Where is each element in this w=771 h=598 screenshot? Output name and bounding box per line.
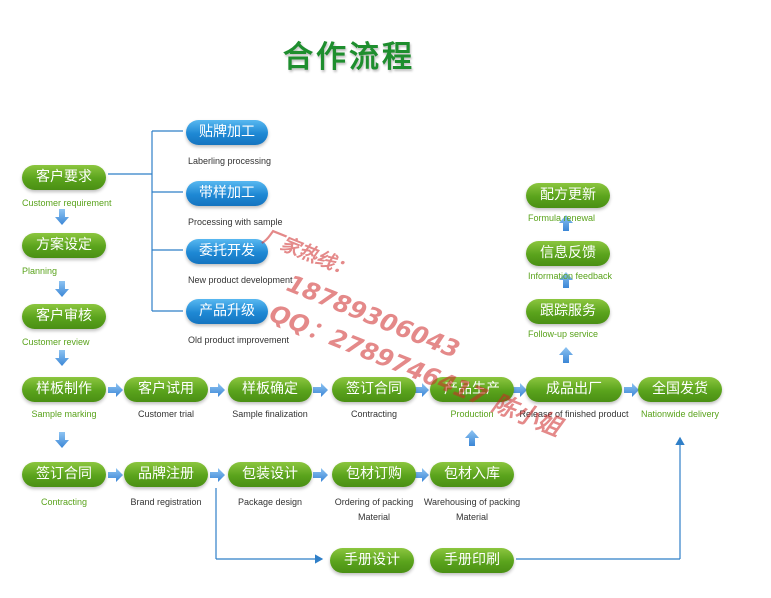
bottom-3-box: 包装设计 [228, 462, 312, 487]
main-2-caption: Customer trial [137, 409, 194, 419]
right-1-caption: Formula renewal [528, 213, 596, 223]
right-3-caption: Follow-up service [528, 329, 599, 339]
right-2-box: 信息反馈 [526, 241, 610, 266]
main-1-box: 样板制作 [22, 377, 106, 402]
left-2-box: 方案设定 [22, 233, 106, 258]
branch-4-box: 产品升级 [186, 299, 268, 324]
arrow-right [414, 468, 429, 482]
branch-1-box: 贴牌加工 [186, 120, 268, 145]
arrow-right [414, 383, 429, 397]
arrow-right [512, 383, 527, 397]
arrow-right [108, 468, 123, 482]
branch-bracket [108, 130, 183, 312]
arrow-down [55, 350, 69, 366]
branch-2-caption: Processing with sample [188, 217, 283, 227]
branch-3-caption: New product development [188, 275, 293, 285]
arrow-down [55, 209, 69, 225]
branch-4-caption: Old product improvement [188, 335, 290, 345]
main-7-box: 全国发货 [638, 377, 722, 402]
left-3-caption: Customer review [22, 337, 90, 347]
arrow-right [313, 468, 328, 482]
main-3-caption: Sample finalization [232, 409, 308, 419]
branch-3-box: 委托开发 [186, 239, 268, 264]
bottom-4-caption: Ordering of packing [334, 497, 414, 507]
bottom-2-caption: Brand registration [130, 497, 202, 507]
bottom-5-box: 包材入库 [430, 462, 514, 487]
bottom-1-box: 签订合同 [22, 462, 106, 487]
arrow-up [559, 272, 573, 288]
arrow-up [465, 430, 479, 446]
main-6-box: 成品出厂 [526, 377, 622, 402]
flow-arrows [55, 209, 639, 482]
main-7-caption: Nationwide delivery [640, 409, 720, 419]
manual-2-box: 手册印刷 [430, 548, 514, 573]
main-5-box: 产品生产 [430, 377, 514, 402]
right-3-box: 跟踪服务 [526, 299, 610, 324]
right-2-caption: Information feedback [528, 271, 613, 281]
main-4-caption: Contracting [350, 409, 398, 419]
bottom-4-caption2: Material [357, 512, 390, 522]
main-6-caption: Release of finished product [519, 409, 629, 419]
left-1-box: 客户要求 [22, 165, 106, 190]
arrow-down [55, 281, 69, 297]
left-3-box: 客户审核 [22, 304, 106, 329]
bottom-3-caption: Package design [237, 497, 303, 507]
bottom-4-box: 包材订购 [332, 462, 416, 487]
diagram-title: 合作流程 [283, 40, 415, 75]
arrow-right [210, 383, 225, 397]
manual-bracket [215, 436, 685, 564]
arrow-down [55, 432, 69, 448]
arrow-right [108, 383, 123, 397]
arrow-up [559, 215, 573, 231]
main-1-caption: Sample marking [31, 409, 97, 419]
left-1-caption: Customer requirement [22, 198, 112, 208]
bottom-5-caption2: Material [455, 512, 488, 522]
main-5-caption: Production [450, 409, 494, 419]
arrow-right [313, 383, 328, 397]
branch-1-caption: Laberling processing [188, 156, 272, 166]
manual-1-box: 手册设计 [330, 548, 414, 573]
main-2-box: 客户试用 [124, 377, 208, 402]
arrow-right [210, 468, 225, 482]
main-4-box: 签订合同 [332, 377, 416, 402]
bottom-1-caption: Contracting [40, 497, 88, 507]
branch-2-box: 带样加工 [186, 181, 268, 206]
arrow-right [624, 383, 639, 397]
bottom-2-box: 品牌注册 [124, 462, 208, 487]
left-2-caption: Planning [22, 266, 58, 276]
bottom-5-caption: Warehousing of packing [423, 497, 521, 507]
right-1-box: 配方更新 [526, 183, 610, 208]
arrow-up [559, 347, 573, 363]
main-3-box: 样板确定 [228, 377, 312, 402]
